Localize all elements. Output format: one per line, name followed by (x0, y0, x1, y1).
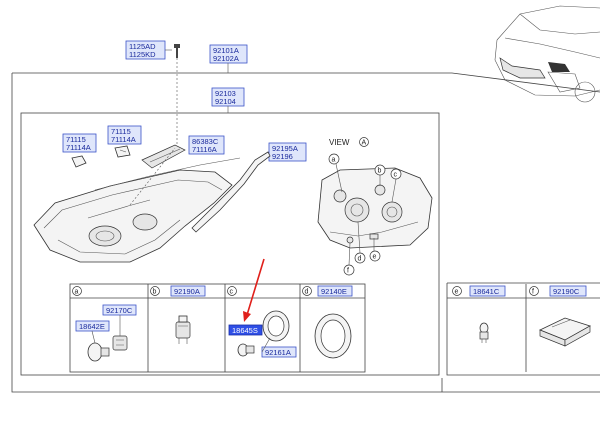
label-cell-c-ring: 92161A (265, 348, 291, 357)
ballast-module-icon (539, 317, 591, 347)
svg-text:e: e (373, 254, 377, 261)
label-cell-c-bulb: 18645S (232, 326, 258, 335)
view-title: VIEW (329, 138, 350, 147)
svg-text:a: a (332, 157, 336, 164)
label-bracket-1: 86383C (192, 137, 219, 146)
outer-frame (11, 72, 600, 393)
svg-text:b: b (378, 168, 382, 175)
cell-e: e 18641C (452, 285, 506, 343)
label-housing-top: 92101A 92102A (209, 44, 248, 64)
view-a-rear-housing (317, 167, 433, 249)
label-housing-inner-1: 92103 (215, 89, 236, 98)
label-cell-a-top: 92170C (106, 306, 133, 315)
label-cell-a-bulb: 18642E (79, 322, 105, 331)
small-bulb-icon (479, 322, 489, 343)
bracket-part (141, 144, 186, 169)
trim-strip (94, 151, 271, 233)
socket-icon (112, 335, 128, 351)
svg-text:e: e (455, 289, 459, 296)
svg-text:d: d (358, 256, 362, 263)
main-frame (20, 112, 440, 376)
cell-b: b 92190A (150, 285, 206, 344)
highlighted-headlamp (548, 62, 570, 72)
label-bracket-2: 71116A (192, 145, 217, 154)
view-letter: A (362, 140, 367, 147)
label-bracket: 86383C 71116A (188, 135, 225, 155)
svg-text:b: b (153, 289, 157, 296)
label-top-bolt: 1125AD 1125KD (125, 40, 166, 60)
svg-text:d: d (305, 289, 309, 296)
cell-c: c 18645S 92161A (227, 286, 297, 358)
cell-a: a 92170C 18642E (72, 286, 137, 362)
view-letter-circle (359, 137, 369, 147)
label-housing-inner: 92103 92104 (211, 87, 245, 107)
label-clip-a-1: 71115 (66, 135, 86, 144)
label-housing-top-1: 92101A (213, 46, 239, 55)
headlamp-assembly (33, 147, 233, 263)
label-top-bolt-1: 1125AD (129, 42, 156, 51)
bulb-c-icon (237, 343, 255, 357)
label-strip-2: 92196 (272, 152, 293, 161)
label-cell-b: 92190A (174, 287, 200, 296)
car-thumbnail (494, 5, 600, 103)
label-clip-a: 71115 71114A (62, 133, 97, 153)
ring-icon (262, 310, 290, 342)
view-callouts: a b c d e f (328, 153, 402, 276)
bulb-icon (87, 342, 110, 362)
seal-ring-icon (314, 313, 352, 359)
svg-text:c: c (394, 172, 398, 179)
label-top-bolt-2: 1125KD (129, 50, 156, 59)
label-housing-top-2: 92102A (213, 54, 239, 63)
cell-f: f 92190C (529, 285, 591, 347)
clip-part-a (71, 155, 87, 168)
label-cell-f: 92190C (553, 287, 580, 296)
label-cell-d: 92140E (321, 287, 347, 296)
label-housing-inner-2: 92104 (215, 97, 236, 106)
label-clip-b-1: 71115 (111, 127, 131, 136)
label-clip-a-2: 71114A (66, 143, 91, 152)
bulb-socket-icon (175, 315, 191, 344)
bolt-icon (174, 44, 180, 58)
label-clip-b: 71115 71114A (107, 125, 142, 145)
label-strip: 92195A 92196 (268, 142, 307, 162)
red-arrow (243, 258, 265, 322)
label-strip-1: 92195A (272, 144, 298, 153)
label-clip-b-2: 71114A (111, 135, 136, 144)
label-cell-e: 18641C (473, 287, 500, 296)
svg-text:f: f (347, 268, 349, 275)
svg-text:c: c (230, 289, 234, 296)
clip-part-b (114, 145, 131, 158)
svg-text:a: a (75, 289, 79, 296)
cell-d: d 92140E (302, 285, 353, 359)
sub-parts-table (69, 283, 600, 373)
svg-text:f: f (532, 289, 534, 296)
highlighted-label (228, 324, 263, 336)
